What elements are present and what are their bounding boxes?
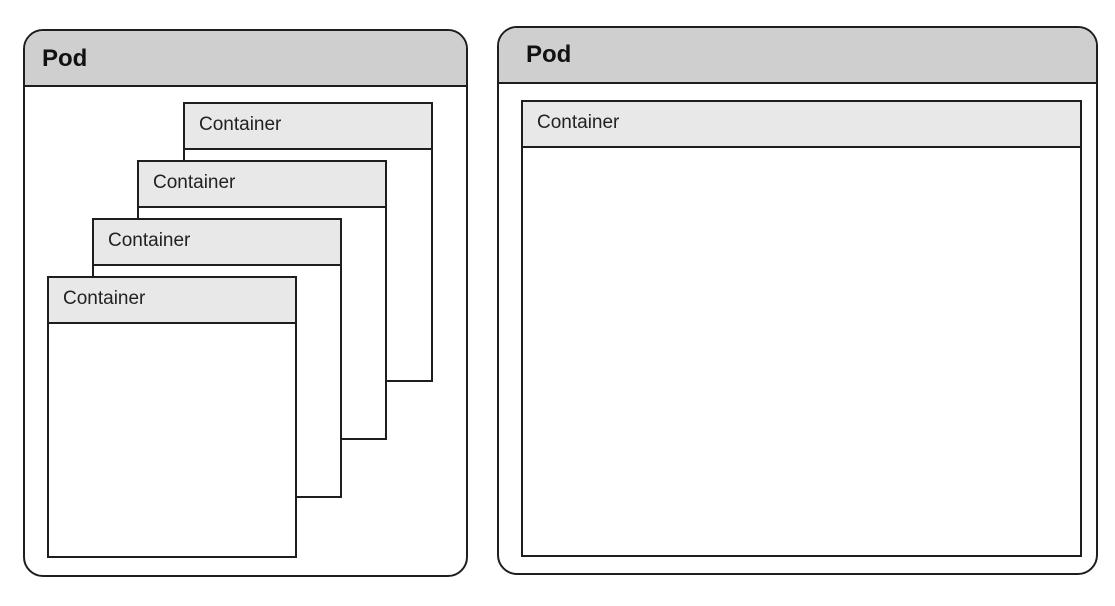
container-stack-1: Container — [47, 276, 297, 558]
pod-right-header: Pod — [499, 28, 1096, 84]
container-stack-4-label: Container — [199, 114, 282, 135]
container-stack-4-header: Container — [185, 104, 431, 150]
container-stack-3-label: Container — [153, 172, 236, 193]
container-single-header: Container — [523, 102, 1080, 148]
pod-left-header: Pod — [25, 31, 466, 87]
container-stack-1-header: Container — [49, 278, 295, 324]
container-single: Container — [521, 100, 1082, 557]
container-single-label: Container — [537, 112, 620, 133]
pod-right-title: Pod — [526, 41, 572, 68]
pod-right: Pod Container — [497, 26, 1098, 575]
container-stack-1-label: Container — [63, 288, 146, 309]
pod-left: Pod Container Container Container Contai… — [23, 29, 468, 577]
container-stack-2-header: Container — [94, 220, 340, 266]
pod-left-title: Pod — [42, 45, 88, 72]
container-stack-3-header: Container — [139, 162, 385, 208]
container-stack-2-label: Container — [108, 230, 191, 251]
